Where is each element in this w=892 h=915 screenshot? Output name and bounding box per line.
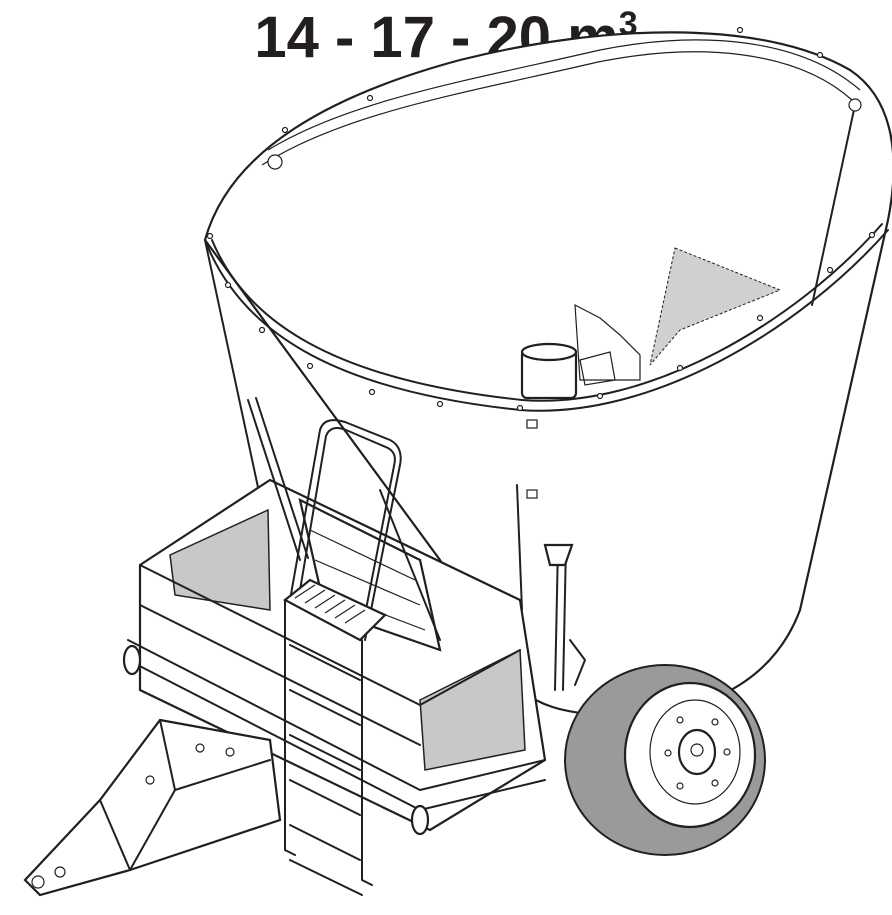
side-hardware xyxy=(516,419,586,691)
chassis-frame xyxy=(122,478,547,836)
access-ladder xyxy=(283,419,441,896)
rim-rivets xyxy=(206,26,876,412)
drawbar xyxy=(23,718,282,897)
auger-knives xyxy=(520,247,782,400)
hanging-rod xyxy=(267,98,862,306)
wheel xyxy=(564,664,766,856)
